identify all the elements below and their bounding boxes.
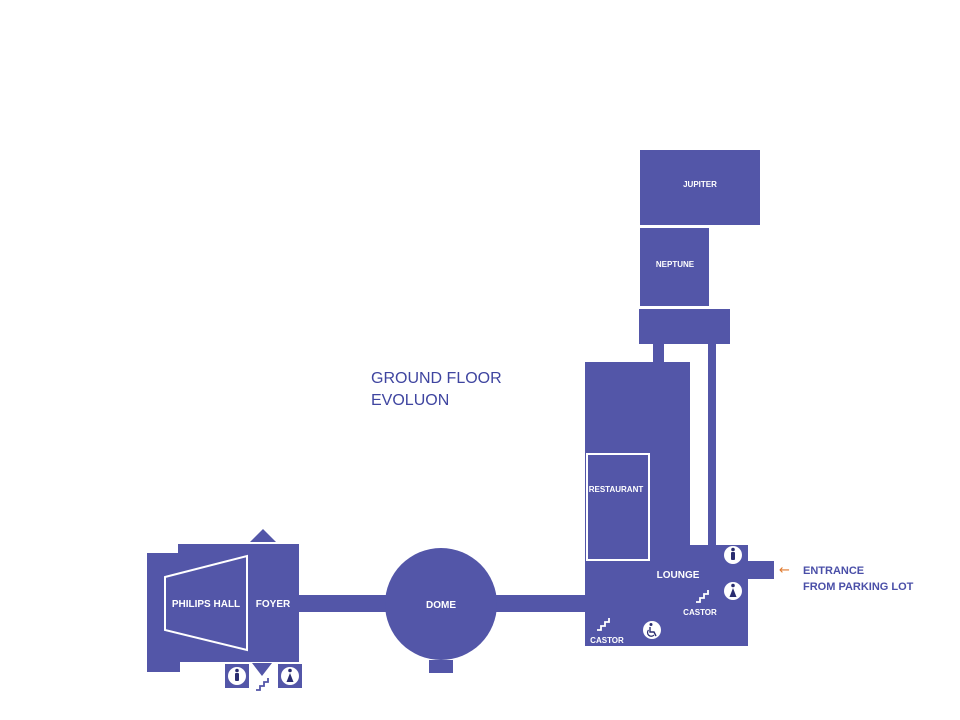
dome-label: DOME xyxy=(426,600,456,611)
restaurant-label: RESTAURANT xyxy=(589,485,644,494)
entrance-label-line1: ENTRANCE xyxy=(803,565,864,577)
philips-hall-wing xyxy=(147,553,180,672)
dome-exit xyxy=(429,660,453,673)
restaurant-block xyxy=(585,362,690,562)
entrance-label-line2: FROM PARKING LOT xyxy=(803,581,914,593)
entrance-stub xyxy=(748,561,774,579)
map-title-line1: GROUND FLOOR xyxy=(371,370,502,387)
map-title-line2: EVOLUON xyxy=(371,392,449,409)
restroom-icon xyxy=(724,546,742,564)
stairs-triangle xyxy=(252,663,272,676)
restroom-icon xyxy=(724,582,742,600)
stairs-icon xyxy=(597,618,610,631)
vertical-corridor xyxy=(708,344,716,549)
castor-label-left: CASTOR xyxy=(590,636,624,645)
castor-label-right: CASTOR xyxy=(683,608,717,617)
connector-block xyxy=(639,309,730,344)
foyer-room[interactable] xyxy=(178,544,299,662)
restroom-icon xyxy=(281,667,299,685)
philips-hall-room[interactable] xyxy=(164,554,248,652)
building-shapes xyxy=(147,150,774,688)
arrow-left-icon: ← xyxy=(779,563,790,578)
foyer-peak xyxy=(250,529,276,542)
lounge-label: LOUNGE xyxy=(657,570,700,581)
dome-room[interactable] xyxy=(385,548,497,660)
jupiter-room[interactable] xyxy=(640,150,760,225)
neptune-label: NEPTUNE xyxy=(656,260,695,269)
restroom-icon xyxy=(228,667,246,685)
foyer-label: FOYER xyxy=(256,599,291,610)
lounge-room[interactable] xyxy=(585,545,748,646)
stem-connector xyxy=(653,344,664,364)
stairs-icon xyxy=(256,678,269,691)
philips-hall-label: PHILIPS HALL xyxy=(172,599,240,610)
stairs-icon xyxy=(696,590,709,603)
wheelchair-icon xyxy=(643,621,661,639)
jupiter-label: JUPITER xyxy=(683,180,717,189)
neptune-room[interactable] xyxy=(640,228,709,306)
restaurant-room[interactable] xyxy=(586,453,650,561)
